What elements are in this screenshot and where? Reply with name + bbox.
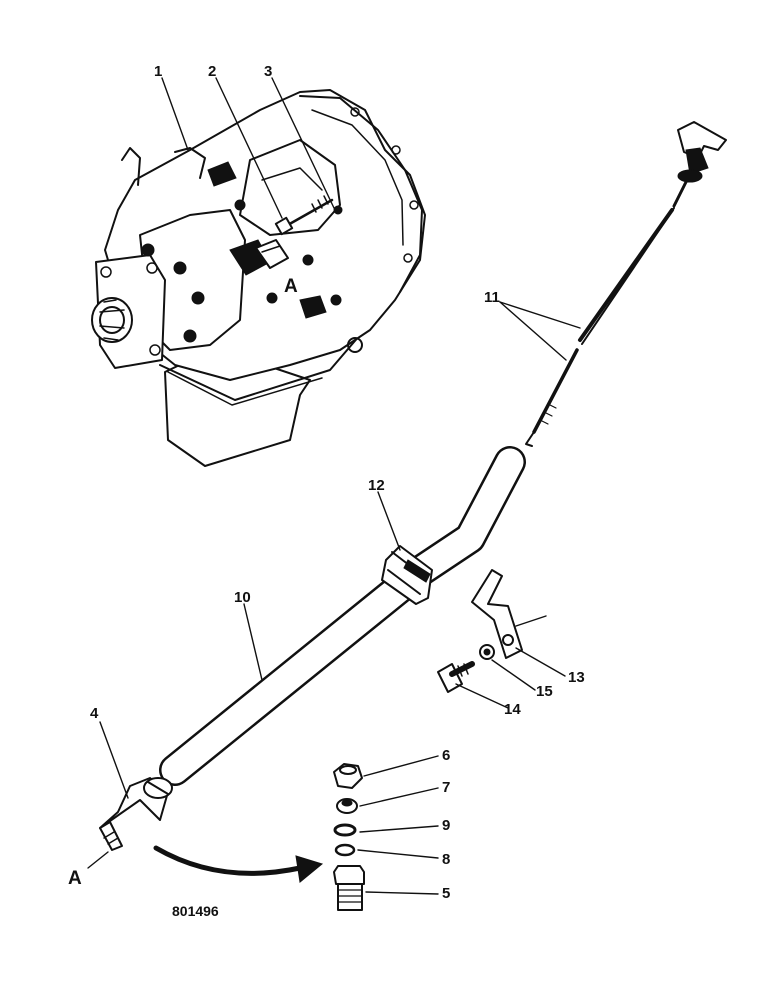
ref-a-gearbox: A — [284, 276, 298, 297]
adaptor-5 — [333, 865, 365, 911]
callout-labels: 1 2 3 4 6 7 9 8 5 10 11 12 13 15 14 A A … — [68, 63, 585, 919]
drawing-number: 801496 — [172, 903, 219, 919]
callout-2: 2 — [208, 63, 216, 80]
callout-13: 13 — [568, 669, 585, 686]
callout-9: 9 — [442, 817, 450, 834]
o-ring-8 — [334, 843, 356, 857]
callout-15: 15 — [536, 683, 553, 700]
ref-a-fitting: A — [68, 868, 82, 889]
o-ring-9 — [333, 823, 357, 837]
leader-lines — [87, 77, 581, 895]
callout-5: 5 — [442, 885, 450, 902]
gearbox-housing — [91, 89, 426, 467]
olive-7 — [336, 798, 358, 814]
dipstick-tube — [159, 446, 526, 786]
washer-15 — [479, 644, 495, 660]
callout-10: 10 — [234, 589, 251, 606]
callout-1: 1 — [154, 63, 162, 80]
callout-8: 8 — [442, 851, 450, 868]
elbow-fitting — [99, 777, 173, 851]
callout-12: 12 — [368, 477, 385, 494]
callout-3: 3 — [264, 63, 272, 80]
callout-7: 7 — [442, 779, 450, 796]
hose-clip — [381, 545, 433, 605]
callout-11: 11 — [484, 289, 500, 306]
bracket — [471, 569, 523, 659]
callout-14: 14 — [504, 701, 521, 718]
nut-6 — [333, 763, 363, 789]
callout-4: 4 — [90, 705, 99, 722]
bolt-14 — [437, 661, 475, 693]
dipstick — [525, 121, 727, 447]
callout-6: 6 — [442, 747, 450, 764]
relocation-arrow — [153, 845, 324, 883]
